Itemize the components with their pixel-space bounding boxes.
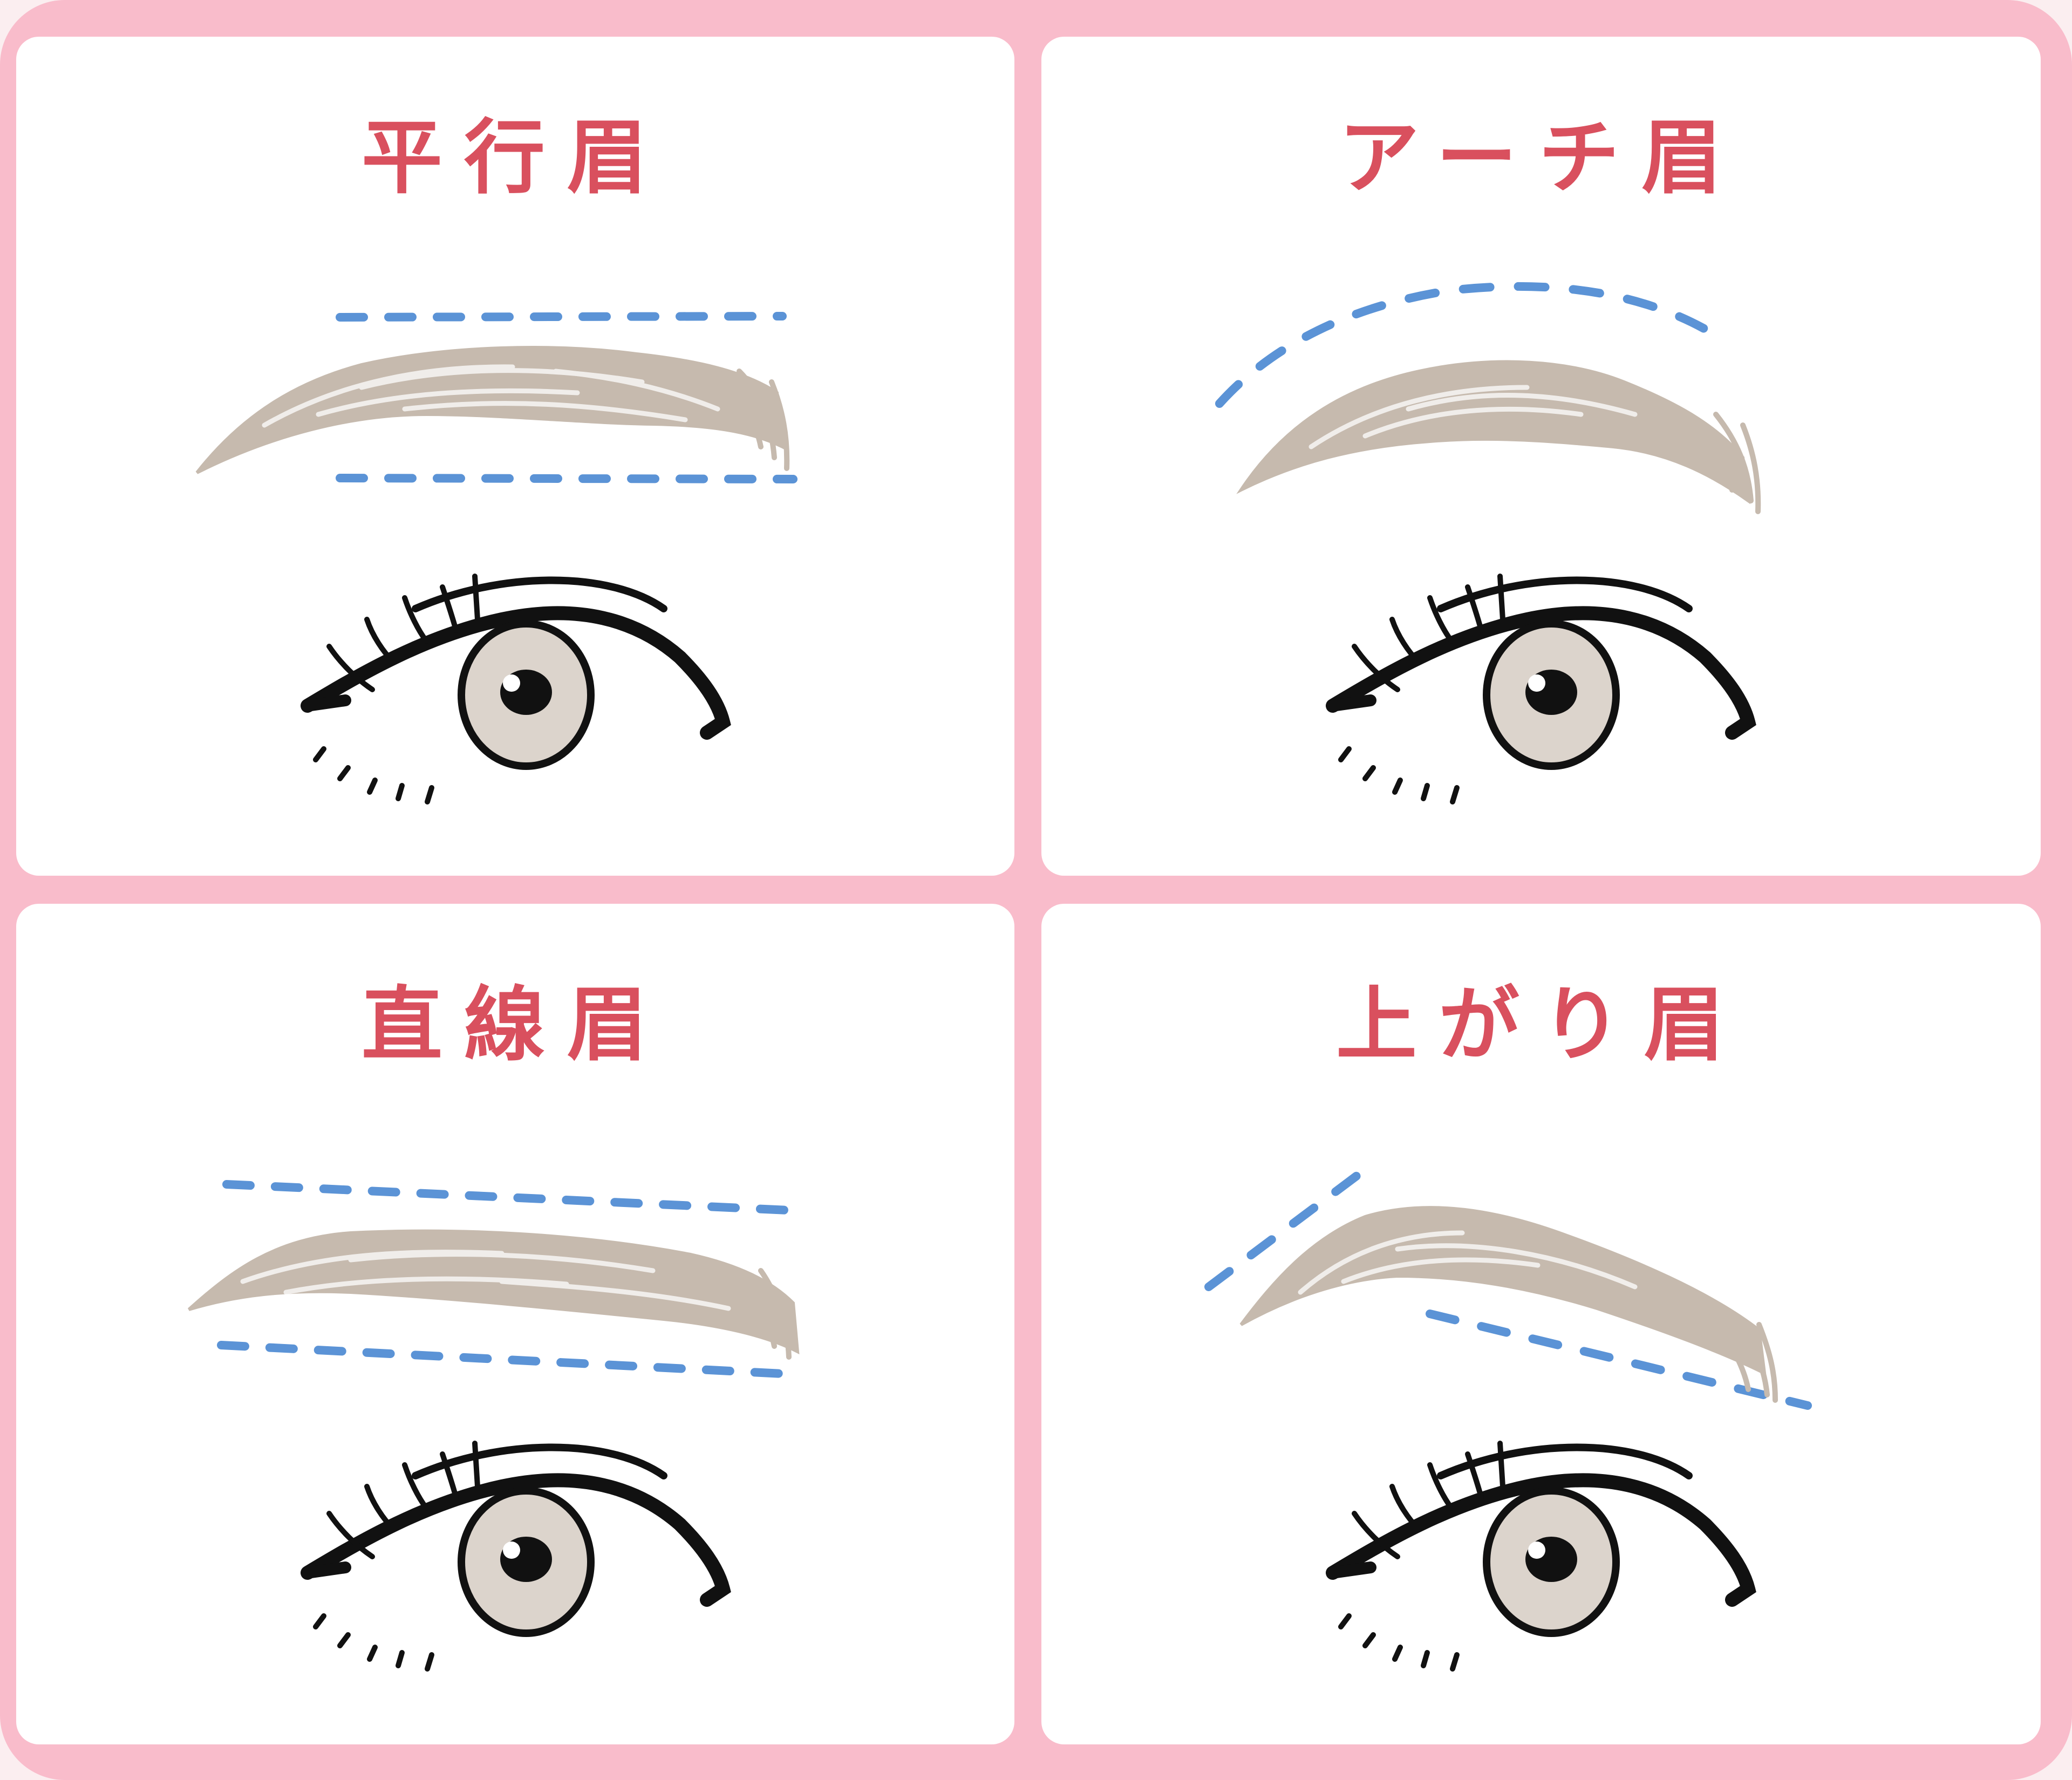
guide-lines <box>336 312 798 483</box>
guide-lines <box>217 1180 798 1379</box>
arch-brow-illustration <box>1215 282 1761 804</box>
panel-title: 直線眉 <box>361 978 669 1072</box>
eye <box>1326 574 1756 804</box>
eyebrow <box>1239 1206 1778 1403</box>
panel-title: アーチ眉 <box>1338 111 1744 205</box>
guide-lines <box>1204 1169 1812 1410</box>
eye <box>1326 1441 1756 1672</box>
upturned-brow-illustration <box>1204 1169 1812 1672</box>
eye <box>301 574 731 804</box>
eyebrow <box>195 346 790 474</box>
panel-title: 上がり眉 <box>1335 978 1746 1072</box>
eye <box>301 1441 731 1672</box>
panel-upturned-brow: 上がり眉 <box>1041 904 2041 1744</box>
eyebrow <box>187 1229 800 1360</box>
straight-brow-illustration <box>187 1180 800 1672</box>
parallel-brow-illustration <box>195 312 798 804</box>
panel-arch-brow: アーチ眉 <box>1041 37 2041 876</box>
guide-lines <box>1215 282 1726 408</box>
panel-straight-brow: 直線眉 <box>16 904 1014 1744</box>
panel-parallel-brow: 平行眉 <box>16 37 1014 876</box>
eyebrow <box>1236 360 1761 514</box>
panel-title: 平行眉 <box>361 111 669 205</box>
